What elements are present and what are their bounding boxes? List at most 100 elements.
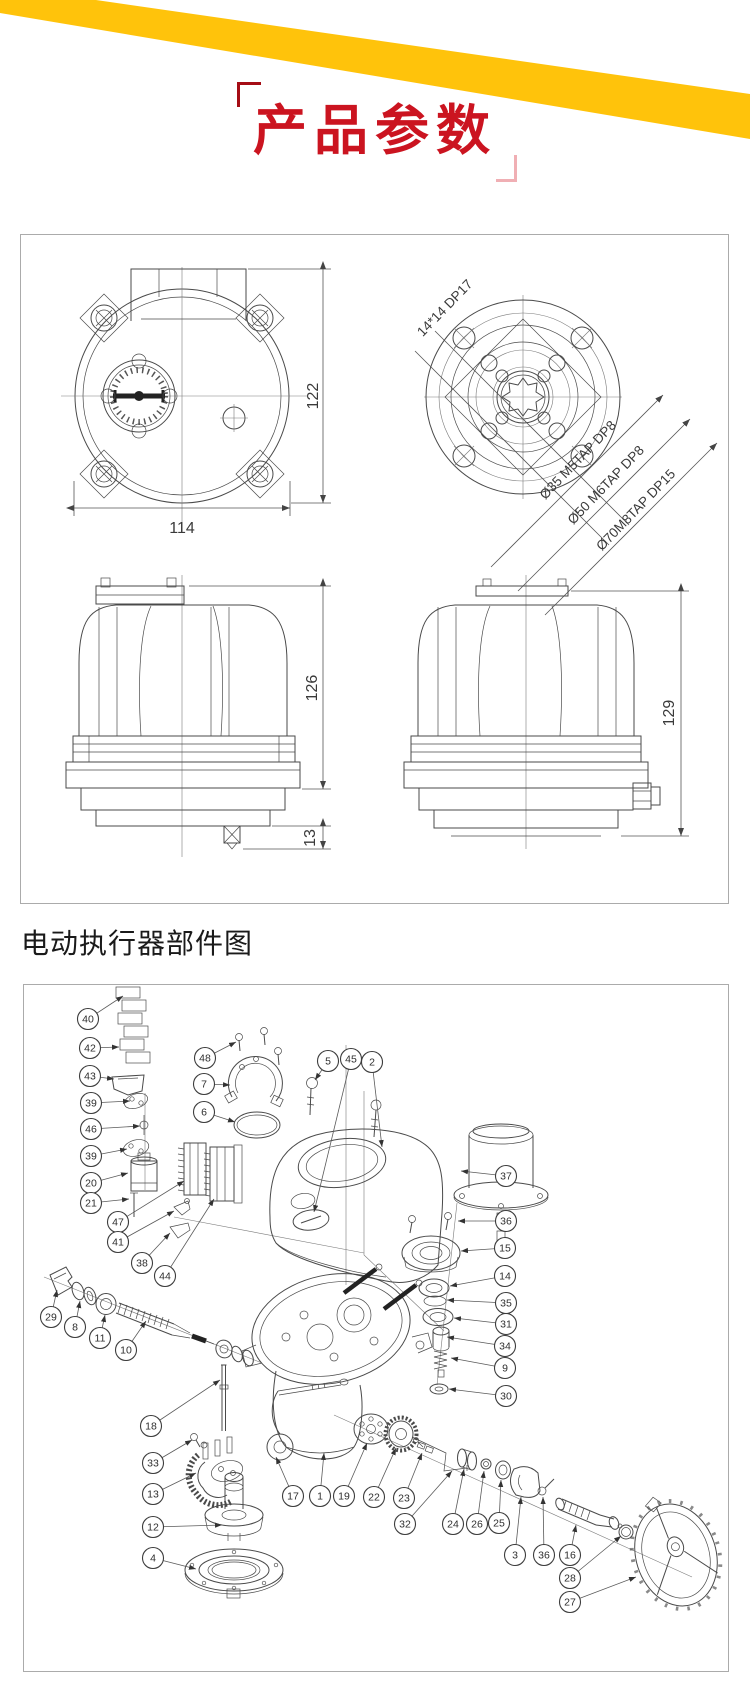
balloon-circle <box>493 1236 517 1260</box>
page-title-block: 产品参数 <box>237 82 517 182</box>
clutch-train <box>457 1448 634 1540</box>
pin-21 <box>130 1192 138 1217</box>
balloon-circle <box>79 1144 103 1168</box>
cover-screws <box>235 1027 382 1138</box>
balloon-circle <box>139 1414 163 1438</box>
balloon-circle <box>332 1484 356 1508</box>
balloon-number: 16 <box>564 1550 576 1562</box>
spur-gear <box>383 1415 419 1453</box>
balloon-number: 36 <box>500 1216 512 1228</box>
parts-svg: 4042433946392021474138444876545237361514… <box>39 986 723 1614</box>
sector-gear-group <box>185 1433 244 1509</box>
corner-bolt <box>235 293 285 343</box>
balloon-number: 12 <box>147 1522 159 1534</box>
dim-text-129: 129 <box>661 700 678 727</box>
o-ring <box>233 1111 281 1139</box>
indicator-dial <box>100 353 178 439</box>
capacitor <box>130 1152 158 1192</box>
dim-text-13: 13 <box>302 829 319 847</box>
gear-housing <box>241 1263 433 1460</box>
balloon-number: 41 <box>112 1237 124 1249</box>
balloon-number: 13 <box>147 1489 159 1501</box>
balloon-circle <box>192 1100 216 1124</box>
top-view-drawing: 122 114 <box>61 261 331 537</box>
cam-levers <box>122 1093 150 1190</box>
balloon-number: 7 <box>201 1079 207 1091</box>
balloon-leader <box>117 1180 185 1223</box>
flange-bolt-holes <box>452 326 594 468</box>
balloon-circle <box>76 1007 100 1031</box>
flange-view-drawing: 14*14 DP17 Ø35 M5TAP DP8 Ø50 M6TAP DP8 Ø… <box>414 276 718 616</box>
latch-parts <box>413 1437 434 1454</box>
balloon-circle <box>392 1486 416 1510</box>
balloon-circle <box>362 1485 386 1509</box>
corner-bolt <box>79 449 129 499</box>
balloon-number: 3 <box>512 1550 518 1562</box>
balloon-number: 5 <box>325 1056 331 1068</box>
balloon-circle <box>63 1315 87 1339</box>
balloon-number: 14 <box>499 1271 511 1283</box>
balloon-number: 29 <box>45 1312 57 1324</box>
balloon-circle <box>465 1512 489 1536</box>
dim-text-126: 126 <box>304 675 321 702</box>
balloon-circle <box>493 1264 517 1288</box>
balloon-circle <box>494 1384 518 1408</box>
balloon-circle <box>494 1209 518 1233</box>
cable-gland <box>632 782 661 810</box>
balloon-circle <box>78 1064 102 1088</box>
balloon-number: 11 <box>95 1333 106 1345</box>
balloon-leader <box>404 1470 453 1525</box>
balloon-leader <box>164 1198 215 1277</box>
balloon-number: 26 <box>471 1519 483 1531</box>
balloon-circle <box>503 1543 527 1567</box>
corner-bolt <box>79 293 129 343</box>
side-view-right-drawing: 129 <box>403 575 689 849</box>
balloon-circle <box>558 1543 582 1567</box>
flange-socket-label: 14*14 DP17 <box>414 276 475 339</box>
balloon-number: 2 <box>369 1057 375 1069</box>
balloon-number: 9 <box>502 1363 508 1375</box>
balloon-circle <box>493 1356 517 1380</box>
dim-114: 114 <box>66 481 291 537</box>
balloon-circle <box>316 1049 340 1073</box>
spec-drawing-svg: 122 114 <box>61 261 718 857</box>
balloon-circle <box>494 1312 518 1336</box>
handwheel <box>629 1496 723 1611</box>
balloon-number: 23 <box>398 1493 410 1505</box>
balloon-circle <box>141 1482 165 1506</box>
worm-shaft-train <box>49 1266 254 1367</box>
drive-plate <box>353 1413 389 1445</box>
balloon-number: 19 <box>338 1491 350 1503</box>
balloon-number: 17 <box>287 1491 299 1503</box>
bearing-column <box>401 1212 461 1395</box>
balloon-circle <box>79 1091 103 1115</box>
balloon-number: 27 <box>564 1597 576 1609</box>
long-pin <box>219 1364 229 1431</box>
ribbon-banner <box>0 0 750 139</box>
balloon-number: 42 <box>84 1043 96 1055</box>
balloon-number: 1 <box>317 1491 323 1503</box>
flange-dim-lines <box>414 330 718 616</box>
balloon-number: 44 <box>159 1271 171 1283</box>
balloon-number: 24 <box>447 1519 459 1531</box>
balloon-circle <box>106 1230 130 1254</box>
balloon-number: 39 <box>85 1151 97 1163</box>
title-bracket-bottom-right <box>496 155 517 182</box>
balloon-number: 22 <box>368 1492 380 1504</box>
balloon-number: 31 <box>500 1319 512 1331</box>
output-drive <box>204 1472 264 1541</box>
mount-brackets <box>169 1198 191 1239</box>
balloon-number: 39 <box>85 1098 97 1110</box>
balloon-number: 21 <box>85 1198 97 1210</box>
balloon-circle <box>558 1566 582 1590</box>
indicator-disc <box>292 1209 330 1231</box>
page-title: 产品参数 <box>253 101 497 161</box>
terminal-blocks <box>177 1142 243 1204</box>
balloon-number: 47 <box>112 1217 124 1229</box>
balloon-number: 8 <box>72 1322 78 1334</box>
balloon-number: 45 <box>345 1054 357 1066</box>
balloon-circle <box>360 1050 384 1074</box>
balloon-number: 37 <box>500 1171 512 1183</box>
